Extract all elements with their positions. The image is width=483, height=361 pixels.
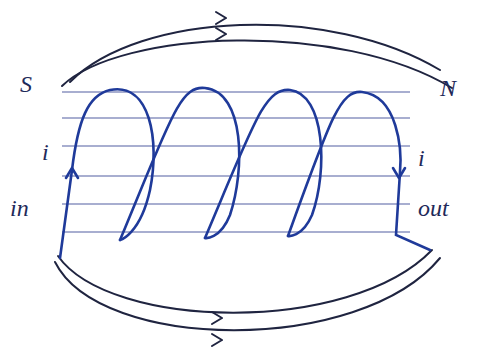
current-label: i — [418, 146, 425, 170]
terminal-label: out — [418, 196, 449, 220]
coil-turn — [60, 89, 154, 258]
field-line — [62, 145, 410, 146]
field-arrow — [212, 312, 222, 324]
outer-field-lines — [55, 12, 452, 346]
pole-label: N — [440, 76, 456, 100]
current-label: i — [42, 140, 49, 164]
field-line — [62, 231, 410, 232]
coil-turn — [205, 90, 321, 238]
field-line — [55, 258, 440, 330]
coil-turn — [288, 92, 430, 250]
coil-turn — [120, 88, 239, 240]
field-line — [62, 203, 410, 204]
field-arrow — [216, 12, 226, 24]
field-line — [70, 25, 440, 82]
solenoid-coil — [60, 88, 430, 258]
field-line — [62, 175, 410, 176]
field-arrow — [216, 28, 226, 40]
current-arrow — [393, 168, 405, 178]
field-line — [62, 117, 410, 118]
field-arrow — [212, 334, 222, 346]
terminal-label: in — [10, 196, 29, 220]
pole-label: S — [20, 72, 32, 96]
current-arrow — [66, 168, 78, 178]
